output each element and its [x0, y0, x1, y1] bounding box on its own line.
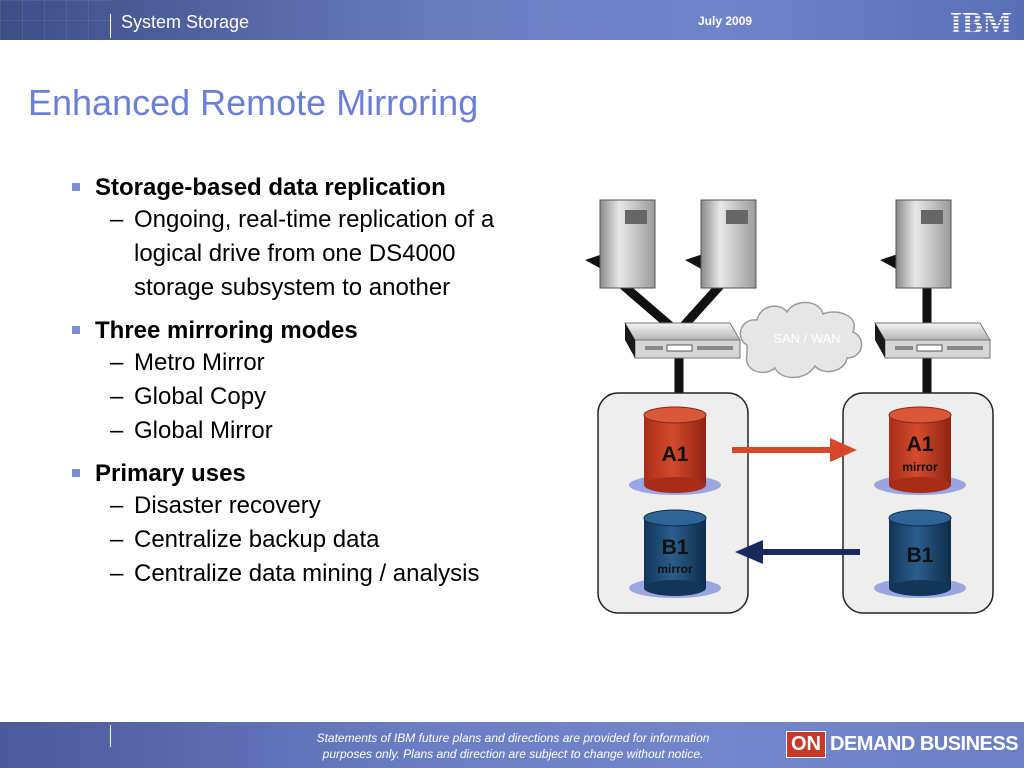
header-title: System Storage — [121, 12, 250, 32]
left-storage-subsystem — [597, 392, 749, 614]
sub-bullet-item: –Ongoing, real-time replication of a — [72, 203, 592, 237]
sub-bullet-text: Metro Mirror — [134, 349, 265, 376]
volume-cylinder-icon: A1 mirror — [874, 406, 966, 495]
dash-icon: – — [110, 560, 124, 587]
volume-label: B1 — [662, 536, 689, 559]
bullet-label: Primary uses — [95, 460, 246, 487]
dash-icon: – — [110, 349, 124, 376]
bullet-item: Three mirroring modes — [72, 315, 592, 346]
footer-separator — [110, 725, 111, 747]
dash-icon: – — [110, 417, 124, 444]
network-label: SAN / WAN — [773, 331, 840, 346]
replication-arrow-left-icon — [735, 540, 860, 564]
sub-bullet-item: –Centralize backup data — [72, 523, 592, 557]
ibm-logo: IBM — [950, 6, 1012, 36]
footer-disclaimer: Statements of IBM future plans and direc… — [268, 730, 758, 762]
bullet-list: Storage-based data replication –Ongoing,… — [72, 172, 592, 601]
sub-bullet-text: Global Mirror — [134, 417, 273, 444]
sub-bullet-item: –Global Mirror — [72, 414, 592, 448]
bullet-label: Storage-based data replication — [95, 174, 446, 201]
bullet-label: Three mirroring modes — [95, 317, 358, 344]
server-icon — [685, 199, 757, 289]
san-wan-cloud-icon: SAN / WAN — [739, 301, 863, 379]
sub-bullet-text: Global Copy — [134, 383, 267, 410]
sub-bullet-text: storage subsystem to another — [134, 274, 451, 301]
volume-label: A1 — [907, 433, 934, 456]
switch-icon — [874, 322, 991, 359]
sub-bullet-text: Centralize data mining / analysis — [134, 560, 480, 587]
volume-label: B1 — [907, 544, 934, 567]
on-demand-business-logo: ON DEMAND BUSINESS — [786, 728, 1019, 760]
sub-bullet-text: logical drive from one DS4000 — [134, 240, 456, 267]
logo-text: DEMAND BUSINESS — [830, 732, 1019, 755]
sub-bullet-continuation: storage subsystem to another — [72, 271, 592, 305]
bullet-group: Primary uses –Disaster recovery –Central… — [72, 458, 592, 591]
switch-icon — [624, 322, 741, 359]
bullet-group: Storage-based data replication –Ongoing,… — [72, 172, 592, 305]
volume-sublabel: mirror — [657, 562, 693, 576]
footer-note-line: Statements of IBM future plans and direc… — [316, 731, 710, 745]
sub-bullet-item: –Disaster recovery — [72, 489, 592, 523]
volume-cylinder-icon: B1 — [874, 509, 966, 598]
dash-icon: – — [110, 206, 124, 233]
ibm-logo-text: IBM — [950, 6, 1012, 36]
sub-bullet-item: –Centralize data mining / analysis — [72, 557, 592, 591]
bullet-square-icon — [72, 183, 80, 191]
bullet-group: Three mirroring modes –Metro Mirror –Glo… — [72, 315, 592, 448]
footer-bar: Statements of IBM future plans and direc… — [0, 722, 1024, 768]
slide-title: Enhanced Remote Mirroring — [28, 82, 479, 123]
footer-note-line: purposes only. Plans and direction are s… — [322, 747, 704, 761]
sub-bullet-text: Centralize backup data — [134, 526, 380, 553]
bullet-square-icon — [72, 469, 80, 477]
dash-icon: – — [110, 492, 124, 519]
header-pattern — [0, 0, 110, 40]
sub-bullet-continuation: logical drive from one DS4000 — [72, 237, 592, 271]
volume-label: A1 — [662, 443, 689, 466]
bullet-item: Storage-based data replication — [72, 172, 592, 203]
right-storage-subsystem — [842, 392, 994, 614]
volume-cylinder-icon: B1 mirror — [629, 509, 721, 598]
replication-arrow-right-icon — [732, 438, 857, 462]
header-bar — [0, 0, 1024, 40]
sub-bullet-item: –Global Copy — [72, 380, 592, 414]
sub-bullet-text: Ongoing, real-time replication of a — [134, 206, 495, 233]
bullet-item: Primary uses — [72, 458, 592, 489]
sub-bullet-text: Disaster recovery — [134, 492, 321, 519]
mirroring-diagram: SAN / WAN A1 B1 mirror A1 mirror B1 — [585, 199, 994, 614]
sub-bullet-item: –Metro Mirror — [72, 346, 592, 380]
dash-icon: – — [110, 383, 124, 410]
logo-on: ON — [786, 730, 826, 758]
volume-cylinder-icon: A1 — [629, 406, 721, 495]
bullet-square-icon — [72, 326, 80, 334]
header-date: July 2009 — [698, 14, 753, 28]
dash-icon: – — [110, 526, 124, 553]
server-icon — [585, 199, 656, 289]
header-separator — [110, 14, 111, 38]
server-icon — [880, 199, 952, 289]
volume-sublabel: mirror — [902, 460, 938, 474]
